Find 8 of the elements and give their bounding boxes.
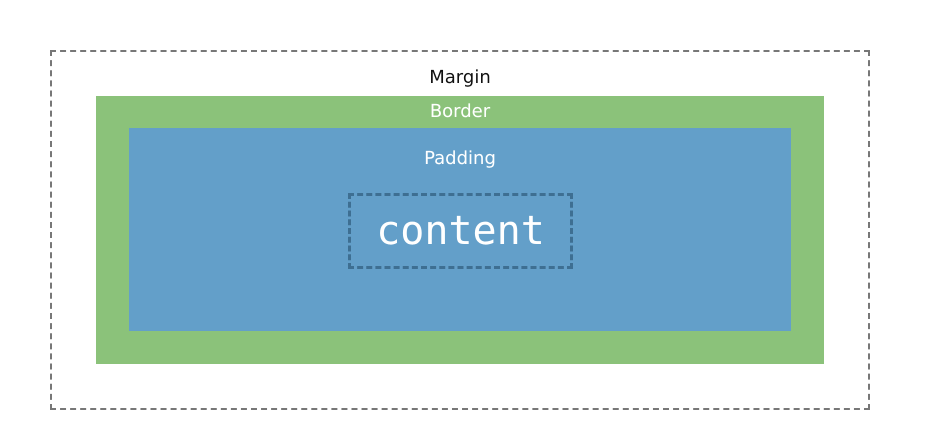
padding-box bbox=[129, 128, 791, 331]
content-box bbox=[348, 193, 573, 269]
padding-label: Padding bbox=[424, 148, 496, 169]
margin-label: Margin bbox=[429, 67, 491, 88]
margin-box bbox=[50, 50, 870, 410]
border-label: Border bbox=[430, 101, 490, 122]
border-box bbox=[96, 96, 824, 364]
content-label: content bbox=[376, 208, 545, 254]
